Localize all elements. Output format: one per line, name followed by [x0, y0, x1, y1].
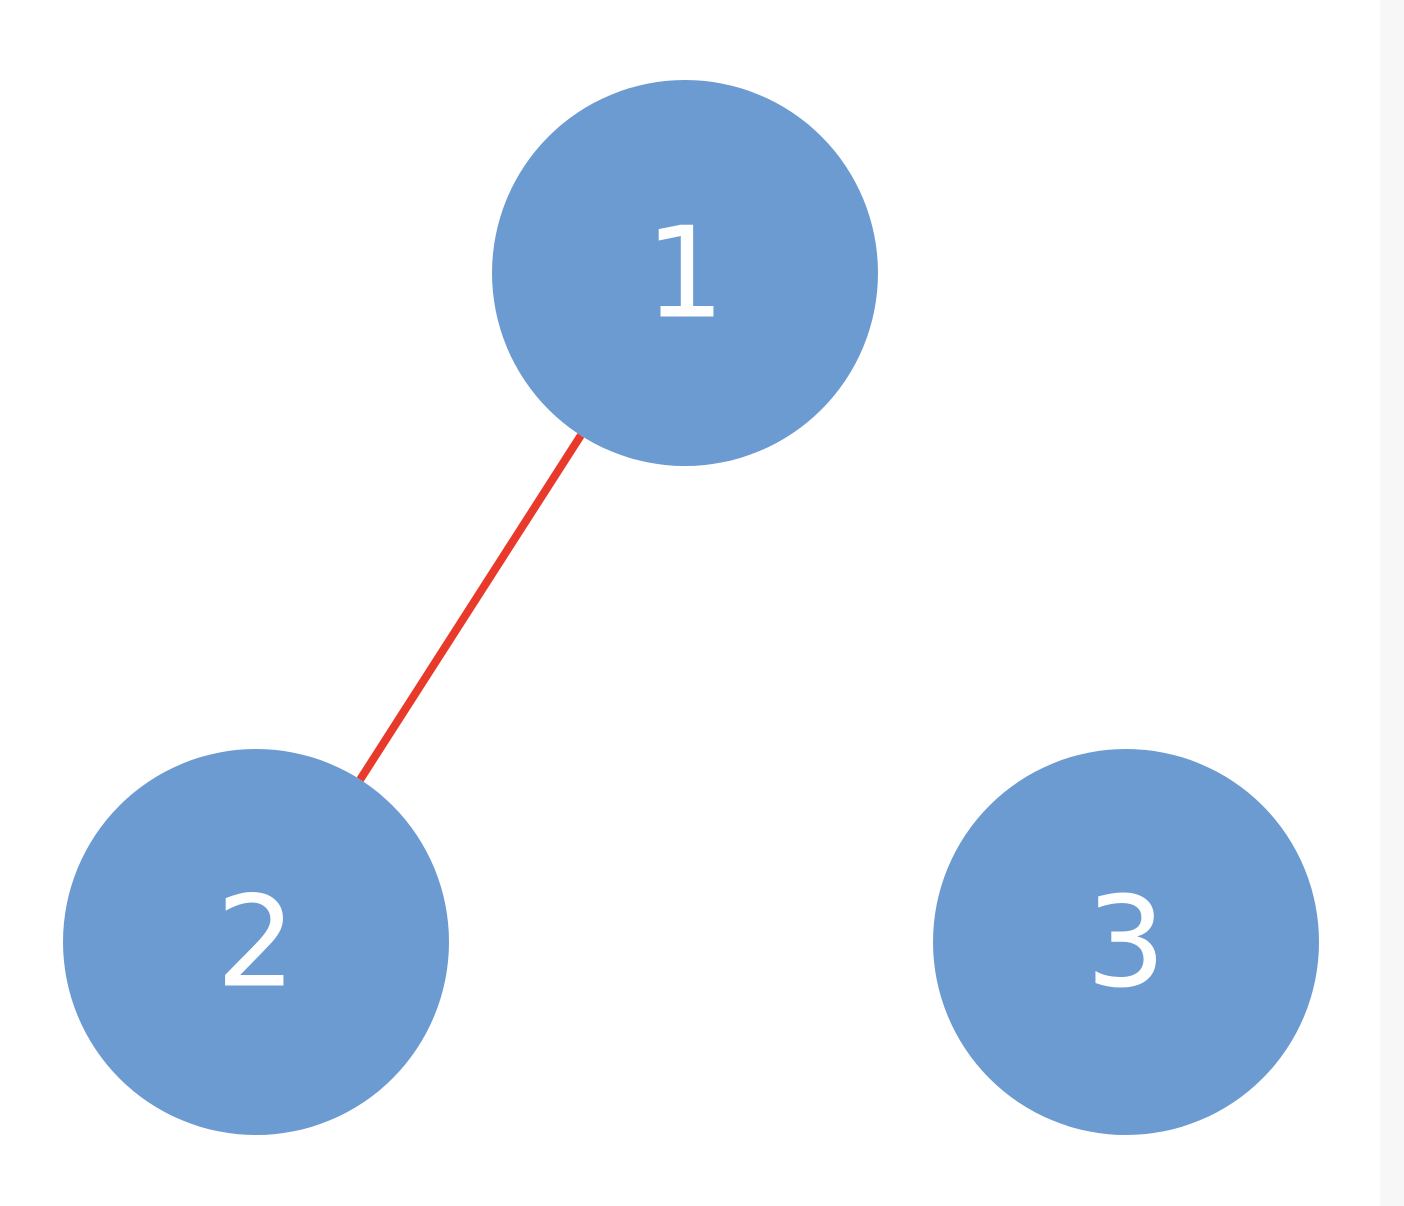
node-label: 3 [1086, 869, 1166, 1016]
node-circle [492, 80, 878, 466]
node-2: 2 [63, 749, 449, 1135]
node-label: 1 [645, 200, 725, 347]
node-1: 1 [492, 80, 878, 466]
node-label: 2 [216, 869, 296, 1016]
edge-1-2 [356, 433, 585, 782]
nodes-layer: 1 2 3 [63, 80, 1319, 1135]
node-circle [63, 749, 449, 1135]
node-3: 3 [933, 749, 1319, 1135]
scroll-gutter [1380, 0, 1404, 1206]
edges-layer [356, 433, 585, 782]
node-circle [933, 749, 1319, 1135]
